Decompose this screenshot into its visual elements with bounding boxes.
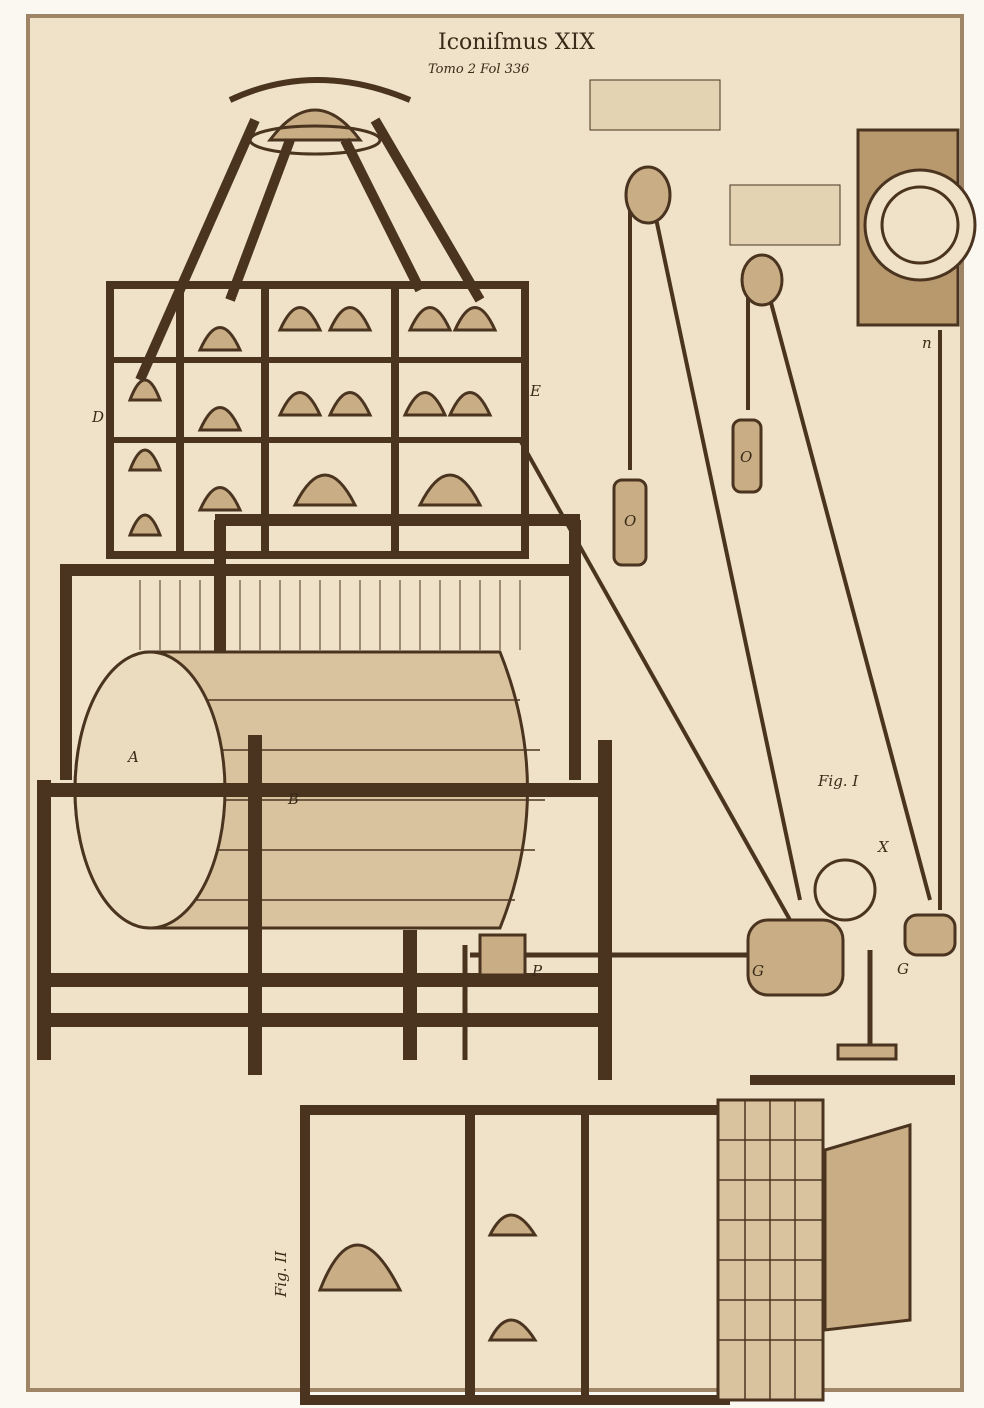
figure-2-label: Fig. II [272, 1250, 291, 1298]
label-g-1: G [752, 962, 764, 980]
label-o-1: O [624, 512, 637, 530]
pulley-cords [518, 189, 942, 921]
figure-two-panel [300, 1075, 955, 1405]
tower-frame [135, 117, 485, 383]
label-o-2: O [740, 448, 753, 466]
small-bells [127, 306, 498, 537]
wires [139, 580, 521, 650]
figure-1-label: Fig. I [818, 772, 859, 790]
label-x: X [878, 838, 889, 856]
pulleys [589, 79, 841, 567]
drive-shaft [462, 933, 760, 1060]
plate-subtitle: Tomo 2 Fol 336 [428, 62, 530, 77]
label-a: A [128, 748, 139, 766]
front-frame [37, 735, 612, 1080]
lower-frame [60, 514, 581, 780]
label-d: D [92, 408, 105, 426]
winding-mechanism [746, 858, 957, 1061]
label-n: n [922, 334, 932, 352]
clock [856, 128, 977, 327]
label-p: P [532, 962, 543, 980]
top-bell [228, 77, 412, 156]
label-e: E [530, 382, 541, 400]
plate-title: Iconiſmus XIX [438, 30, 595, 55]
label-b: B [288, 790, 300, 808]
bell-cage [106, 281, 529, 559]
label-g-2: G [897, 960, 909, 978]
